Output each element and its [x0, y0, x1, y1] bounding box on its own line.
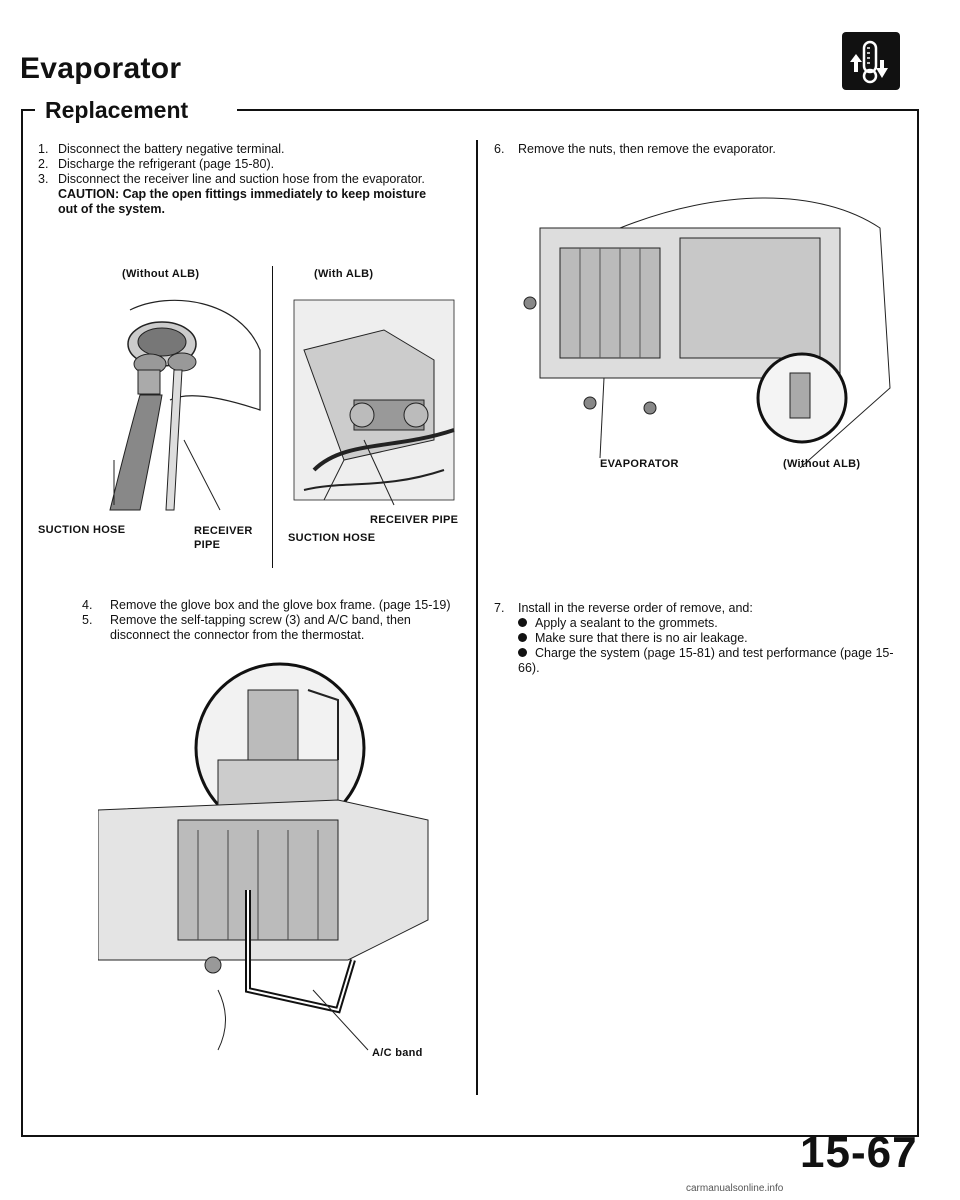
thermometer-arrows-icon — [842, 32, 900, 90]
section-frame-top — [237, 109, 919, 111]
column-divider — [476, 140, 478, 1095]
fig3-evaporator-label: EVAPORATOR — [600, 458, 679, 470]
section-frame-left — [21, 109, 23, 1137]
step-7-bullet-2: Make sure that there is no air leakage. — [494, 631, 894, 646]
fig1-label-without-alb: (Without ALB) — [122, 268, 200, 280]
section-frame-left-tick — [21, 109, 35, 111]
suction-hose-with-alb-illustration — [284, 290, 464, 525]
fig3-without-alb-label: (Without ALB) — [783, 458, 861, 470]
step-2: 2. Discharge the refrigerant (page 15-80… — [38, 157, 275, 171]
step-3: 3. Disconnect the receiver line and suct… — [38, 172, 425, 186]
step-7-bullet-3: Charge the system (page 15-81) and test … — [518, 646, 894, 675]
ac-band-illustration — [97, 660, 448, 1075]
fig1-suction-hose-left: SUCTION HOSE — [38, 524, 126, 536]
caution-note: CAUTION: Cap the open fittings immediate… — [58, 187, 427, 216]
footer-watermark: carmanualsonline.info — [686, 1183, 784, 1194]
bullet-icon — [518, 618, 527, 627]
suction-hose-without-alb-illustration — [90, 290, 268, 525]
steps-1-3: 1. Disconnect the battery negative termi… — [38, 142, 448, 217]
section-frame-bottom — [21, 1135, 919, 1137]
section-title: Replacement — [41, 97, 193, 124]
evaporator-removal-illustration — [500, 168, 900, 473]
page-title: Evaporator — [20, 52, 182, 85]
page-number: 15-67 — [800, 1128, 918, 1177]
step-7: 7. Install in the reverse order of remov… — [494, 601, 894, 675]
bullet-icon — [518, 633, 527, 642]
fig1-divider — [272, 266, 273, 568]
steps-4-5: 4. Remove the glove box and the glove bo… — [82, 598, 454, 643]
step-7-bullet-1: Apply a sealant to the grommets. — [494, 616, 894, 631]
step-1: 1. Disconnect the battery negative termi… — [38, 142, 285, 156]
fig1-label-with-alb: (With ALB) — [314, 268, 374, 280]
fig2-ac-band-label: A/C band — [372, 1047, 423, 1059]
fig1-receiver-pipe-left: RECEIVER PIPE — [194, 525, 253, 551]
step-5: 5. Remove the self-tapping screw (3) and… — [82, 613, 411, 642]
section-frame-right — [917, 109, 919, 1137]
fig1-receiver-pipe-right: RECEIVER PIPE — [370, 514, 459, 526]
step-4: 4. Remove the glove box and the glove bo… — [82, 598, 451, 612]
step-6: 6. Remove the nuts, then remove the evap… — [494, 142, 776, 156]
fig1-suction-hose-right: SUCTION HOSE — [288, 532, 376, 544]
bullet-icon — [518, 648, 527, 657]
